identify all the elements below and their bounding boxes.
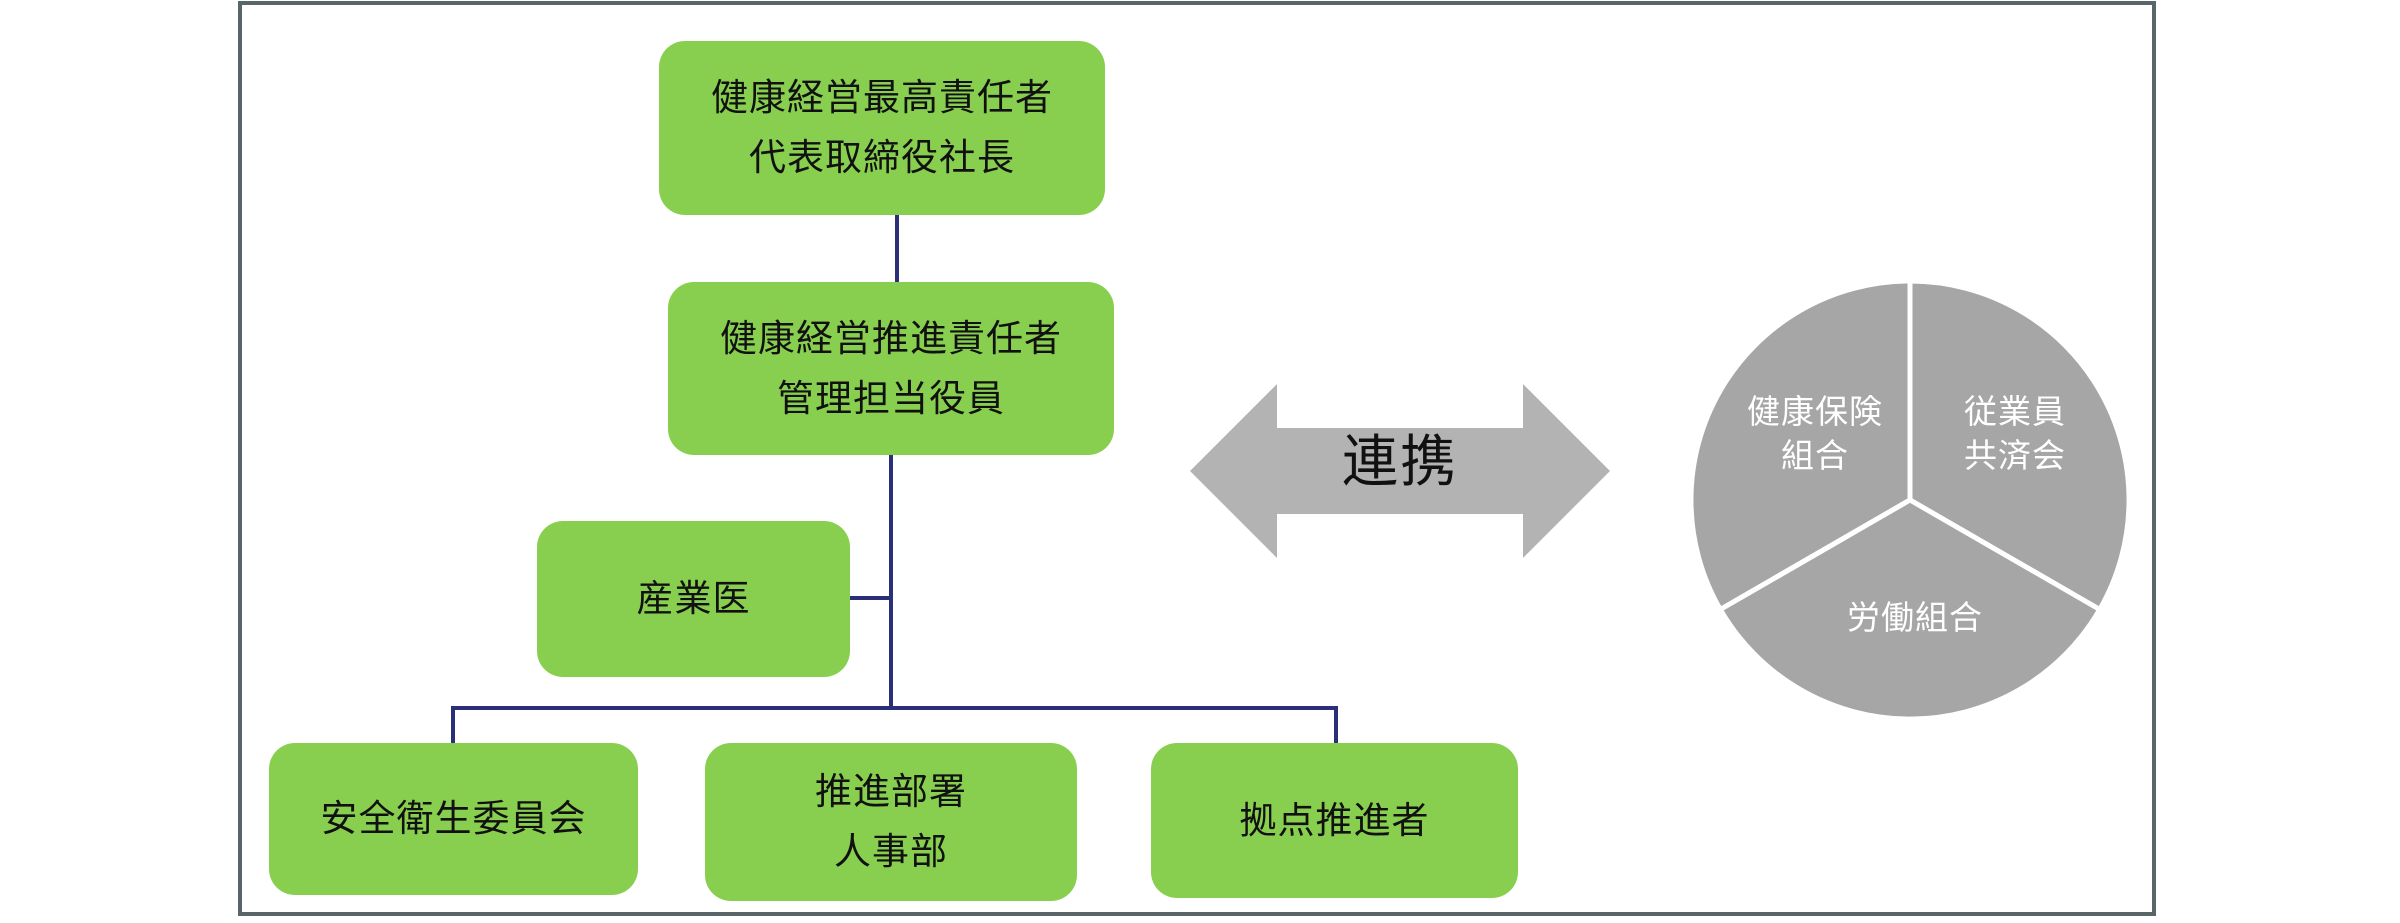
box-industrial-physician: 産業医 [537, 521, 850, 677]
box-promotion-officer: 健康経営推進責任者 管理担当役員 [668, 282, 1114, 455]
pie-segment-employee-mutual-aid [1907, 278, 2130, 613]
box-site-promoter-label: 拠点推進者 [1239, 798, 1430, 842]
box-promotion-department-name: 人事部 [834, 830, 948, 873]
box-chief-health-officer-title: 健康経営最高責任者 [711, 76, 1053, 119]
box-promotion-department: 推進部署 人事部 [705, 743, 1077, 901]
pie-label-health-insurance-line2: 組合 [1781, 436, 1849, 475]
box-safety-committee: 安全衛生委員会 [269, 743, 638, 895]
box-industrial-physician-label: 産業医 [636, 577, 751, 620]
box-chief-health-officer: 健康経営最高責任者 代表取締役社長 [659, 41, 1105, 215]
pie-label-health-insurance: 健康保険 組合 [1735, 390, 1895, 478]
box-promotion-department-title: 推進部署 [815, 770, 967, 813]
box-promotion-officer-title: 健康経営推進責任者 [720, 316, 1062, 360]
pie-label-employee-mutual-aid-line2: 共済会 [1964, 436, 2066, 475]
partners-pie [1690, 278, 2130, 720]
pie-segment-health-insurance [1690, 278, 1913, 613]
pie-label-labor-union-line1: 労働組合 [1847, 598, 1983, 637]
box-site-promoter: 拠点推進者 [1151, 743, 1518, 898]
pie-label-employee-mutual-aid: 従業員 共済会 [1940, 390, 2090, 478]
pie-label-health-insurance-line1: 健康保険 [1747, 392, 1883, 431]
box-safety-committee-label: 安全衛生委員会 [320, 797, 587, 840]
pie-segment-labor-union [1716, 497, 2104, 720]
link-arrow-label: 連携 [1342, 430, 1458, 495]
box-promotion-officer-role: 管理担当役員 [777, 376, 1005, 420]
pie-label-labor-union: 労働組合 [1830, 596, 2000, 640]
box-chief-health-officer-role: 代表取締役社長 [749, 136, 1015, 179]
pie-label-employee-mutual-aid-line1: 従業員 [1964, 392, 2066, 431]
double-arrow-icon [1190, 384, 1610, 558]
